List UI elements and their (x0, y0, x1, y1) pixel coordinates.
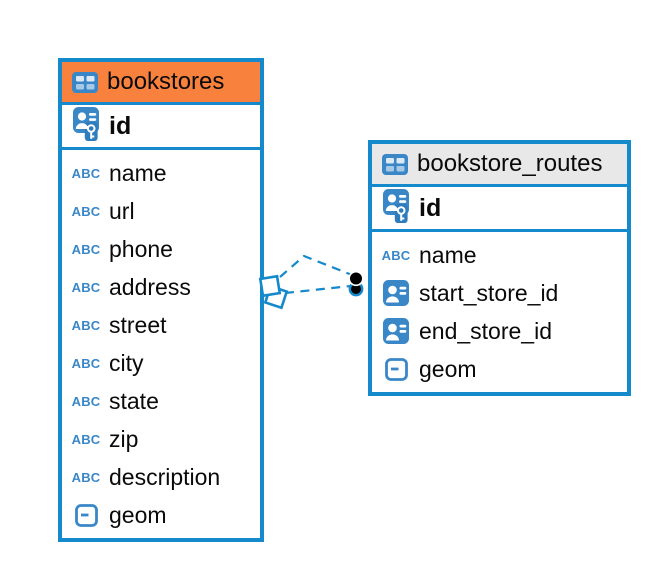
column-name: url (109, 197, 135, 224)
relationship-line-lower[interactable] (284, 284, 352, 295)
column-name: city (109, 349, 144, 376)
text-icon: ABC (71, 279, 101, 295)
column-row[interactable]: ABC url (62, 192, 260, 230)
column-name: id (109, 111, 132, 140)
reference-icon (380, 280, 412, 306)
column-row[interactable]: ABC name (372, 236, 627, 274)
column-row[interactable]: ABC zip (62, 420, 260, 458)
text-icon: ABC (71, 165, 101, 181)
column-row[interactable]: ABC description (62, 458, 260, 496)
column-row[interactable]: ABC state (62, 382, 260, 420)
text-icon: ABC (71, 203, 101, 219)
text-icon: ABC (71, 393, 101, 409)
column-name: name (419, 241, 477, 268)
text-icon: ABC (71, 241, 101, 257)
column-row[interactable]: geom (372, 350, 627, 388)
column-name: start_store_id (419, 279, 559, 306)
column-name: zip (109, 425, 139, 452)
text-icon: ABC (381, 247, 411, 263)
primary-key-icon (70, 103, 102, 149)
geometry-icon (380, 357, 412, 381)
text-icon: ABC (71, 317, 101, 333)
primary-key-row[interactable]: id (62, 105, 260, 150)
column-row[interactable]: ABC address (62, 268, 260, 306)
column-row[interactable]: geom (62, 496, 260, 534)
table-card-bookstore-routes[interactable]: bookstore_routes id ABC name start_store_i… (368, 140, 631, 396)
relationship-line-upper[interactable] (279, 254, 353, 278)
table-title: bookstore_routes (417, 150, 603, 177)
many-side-marker (348, 270, 364, 297)
primary-key-row[interactable]: id (372, 187, 627, 232)
column-row[interactable]: ABC city (62, 344, 260, 382)
column-row[interactable]: ABC street (62, 306, 260, 344)
column-name: description (109, 463, 221, 490)
table-icon (382, 153, 408, 175)
reference-icon (380, 318, 412, 344)
one-side-marker (258, 274, 289, 310)
text-icon: ABC (71, 355, 101, 371)
column-name: state (109, 387, 159, 414)
table-title: bookstores (107, 68, 225, 95)
table-icon (72, 71, 98, 93)
text-icon: ABC (71, 469, 101, 485)
column-name: end_store_id (419, 317, 552, 344)
text-icon: ABC (71, 431, 101, 447)
column-name: street (109, 311, 167, 338)
column-row[interactable]: ABC name (62, 154, 260, 192)
table-header-bookstores[interactable]: bookstores (62, 62, 260, 105)
column-row[interactable]: start_store_id (372, 274, 627, 312)
column-name: phone (109, 235, 173, 262)
primary-key-icon (380, 185, 412, 231)
table-header-bookstore-routes[interactable]: bookstore_routes (372, 144, 627, 187)
column-name: geom (109, 501, 167, 528)
geometry-icon (70, 503, 102, 527)
column-name: address (109, 273, 191, 300)
column-name: geom (419, 355, 477, 382)
column-row[interactable]: end_store_id (372, 312, 627, 350)
column-row[interactable]: ABC phone (62, 230, 260, 268)
column-name: id (419, 193, 442, 222)
column-name: name (109, 159, 167, 186)
